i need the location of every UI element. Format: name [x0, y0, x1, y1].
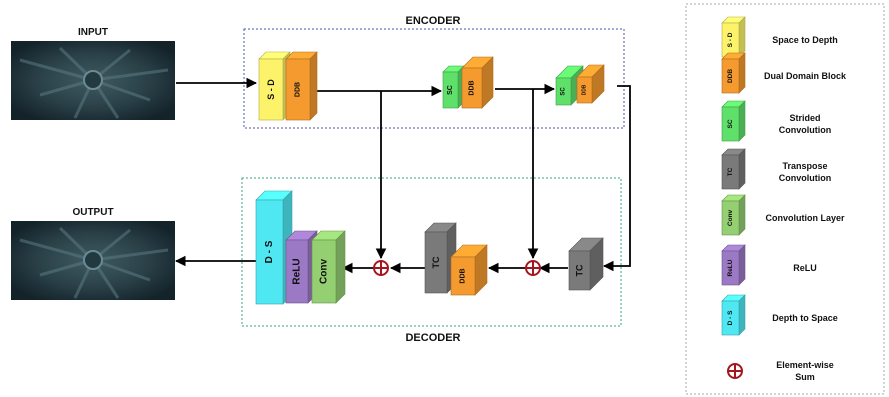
- ddb-block-1-label: DDB: [295, 82, 302, 97]
- legend-swatch-sd: S - D: [721, 16, 746, 58]
- legend-swatch-relu-label: ReLU: [727, 259, 734, 276]
- legend-item-sd: S - D Space to Depth: [721, 16, 838, 58]
- legend-panel: [685, 3, 885, 395]
- legend-swatch-ddb: DDB: [721, 52, 746, 94]
- legend-text-sd: Space to Depth: [772, 35, 838, 45]
- legend-swatch-conv: Conv: [721, 194, 746, 236]
- ddb-block-2-label: DDB: [469, 80, 476, 95]
- legend-item-ddb: DDB Dual Domain Block: [721, 52, 847, 94]
- encoder-box: [243, 28, 625, 129]
- connections: [174, 77, 631, 274]
- decoder-box: [241, 177, 622, 327]
- legend-swatch-ddb-label: DDB: [727, 69, 734, 83]
- sum-symbol-decoder-left: [373, 260, 389, 276]
- legend-text-tc-1: Transpose: [782, 161, 827, 171]
- ddb-block-2: DDB: [461, 56, 494, 109]
- ddb-block-1: DDB: [285, 51, 318, 121]
- legend-item-ds: D - S Depth to Space: [721, 294, 838, 336]
- legend-text-sum-2: Sum: [795, 372, 815, 382]
- sd-block: S - D: [258, 51, 291, 121]
- tc-block-right-label: TC: [575, 264, 585, 276]
- sum-icon: [727, 363, 743, 379]
- sc-block-1-label: SC: [447, 85, 454, 95]
- relu-block-label: ReLU: [292, 258, 303, 284]
- legend-swatch-sc: SC: [721, 100, 746, 142]
- legend-text-ddb: Dual Domain Block: [764, 71, 847, 81]
- legend-swatch-ds-label: D - S: [727, 310, 734, 325]
- output-image: [11, 221, 175, 300]
- legend-swatch-sd-label: S - D: [727, 32, 734, 47]
- legend-text-relu: ReLU: [793, 263, 817, 273]
- legend-swatch-tc-label: TC: [727, 167, 734, 176]
- encoder-title: ENCODER: [405, 15, 460, 27]
- sum-symbol-decoder-right: [525, 260, 541, 276]
- tc-block-left-label: TC: [431, 256, 441, 268]
- network-blocks: S - D DDB SC DDB SC DDB TC TC DDB D - S ReLU Conv: [255, 51, 605, 305]
- legend-text-ds: Depth to Space: [772, 313, 838, 323]
- legend-item-relu: ReLU ReLU: [721, 244, 817, 286]
- sc-block-1: SC: [442, 65, 465, 109]
- legend-text-conv: Convolution Layer: [765, 213, 845, 223]
- input-label: INPUT: [78, 27, 108, 38]
- output-label: OUTPUT: [72, 207, 113, 218]
- ddb-block-4: DDB: [450, 244, 488, 296]
- legend-swatch-conv-label: Conv: [727, 209, 734, 226]
- legend-text-sc-1: Strided: [789, 113, 820, 123]
- legend-item-conv: Conv Convolution Layer: [721, 194, 845, 236]
- legend-text-sum-1: Element-wise: [776, 360, 834, 370]
- ddb-block-3: DDB: [576, 64, 605, 104]
- ddb-block-3-label: DDB: [582, 84, 588, 95]
- conv-block: Conv: [311, 230, 346, 304]
- sc-block-2-label: SC: [561, 87, 567, 96]
- legend-swatch-sc-label: SC: [727, 119, 734, 128]
- legend-swatch-ds: D - S: [721, 294, 746, 336]
- conv-block-label: Conv: [319, 259, 330, 284]
- ds-block-label: D - S: [264, 240, 275, 263]
- tc-block-right: TC: [568, 237, 604, 291]
- input-image: [11, 41, 175, 120]
- legend-text-sc-2: Convolution: [779, 125, 832, 135]
- legend-swatch-relu: ReLU: [721, 244, 746, 286]
- legend-text-tc-2: Convolution: [779, 173, 832, 183]
- ddb-block-4-label: DDB: [460, 268, 467, 283]
- legend-swatch-tc: TC: [721, 148, 746, 190]
- sd-block-label: S - D: [266, 79, 276, 100]
- decoder-title: DECODER: [405, 332, 460, 344]
